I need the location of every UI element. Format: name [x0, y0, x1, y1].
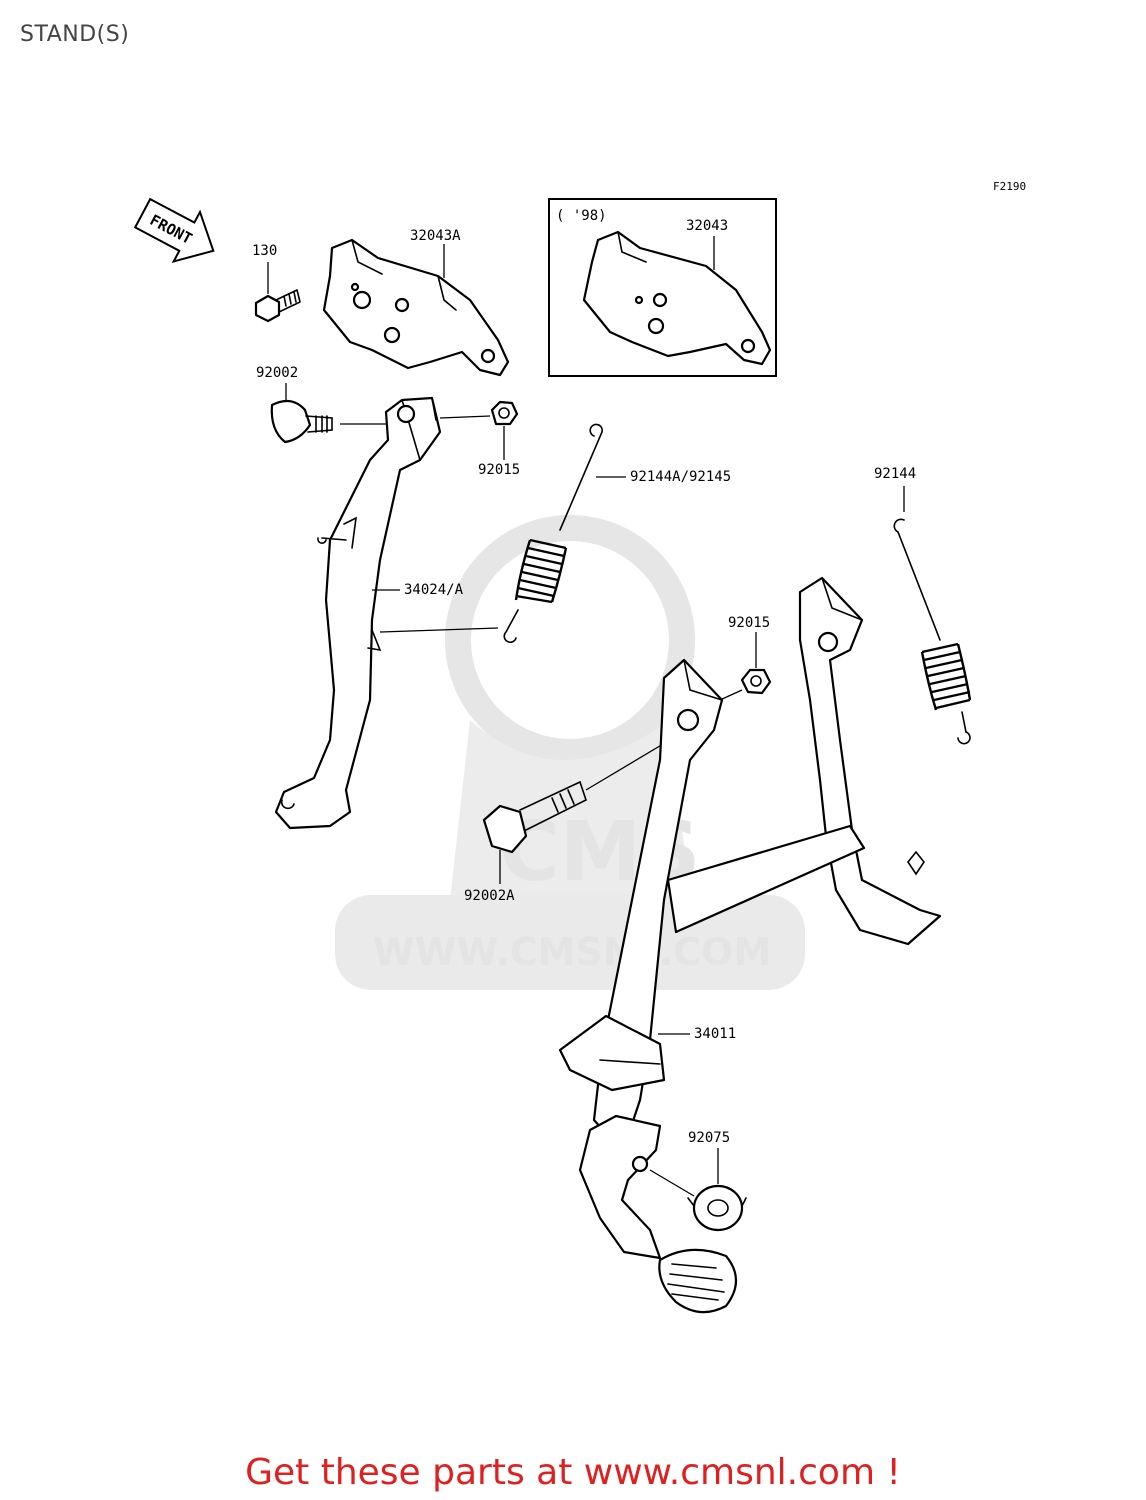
spring-92144: 92144: [874, 466, 972, 745]
label-92075: 92075: [688, 1130, 730, 1146]
label-34011: 34011: [694, 1026, 736, 1042]
label-92144A: 92144A/92145: [630, 469, 731, 485]
bolt-92002: 92002: [256, 365, 388, 444]
nut-92015-lower: 92015: [719, 615, 772, 701]
label-92002A: 92002A: [464, 888, 515, 904]
label-92015-top: 92015: [478, 462, 520, 478]
label-92002: 92002: [256, 365, 298, 381]
figure-code: F2190: [993, 180, 1026, 193]
page-title: STAND(S): [20, 22, 130, 47]
nut-92015-top: 92015: [439, 400, 520, 478]
inset-part-label: 32043: [686, 218, 728, 234]
inset-98: ( '98) 32043: [548, 198, 777, 377]
main-stand-34011: 34011: [558, 576, 942, 1314]
bracket-32043A: 32043A: [322, 228, 510, 377]
rubber-92075: 92075: [649, 1130, 747, 1232]
front-arrow: FRONT: [133, 197, 215, 263]
label-34024: 34024/A: [404, 582, 464, 598]
label-32043A: 32043A: [410, 228, 461, 244]
promo-link[interactable]: Get these parts at www.cmsnl.com !: [245, 1452, 901, 1493]
label-92015-lower: 92015: [728, 615, 770, 631]
label-92144: 92144: [874, 466, 916, 482]
spring-92144A: 92144A/92145: [503, 423, 731, 644]
side-stand-34024: 34024/A: [274, 396, 499, 830]
inset-label: ( '98): [556, 208, 607, 224]
watermark-url: WWW.CMSNL.COM: [373, 930, 772, 974]
bolt-130: 130: [252, 243, 301, 323]
label-130: 130: [252, 243, 277, 259]
